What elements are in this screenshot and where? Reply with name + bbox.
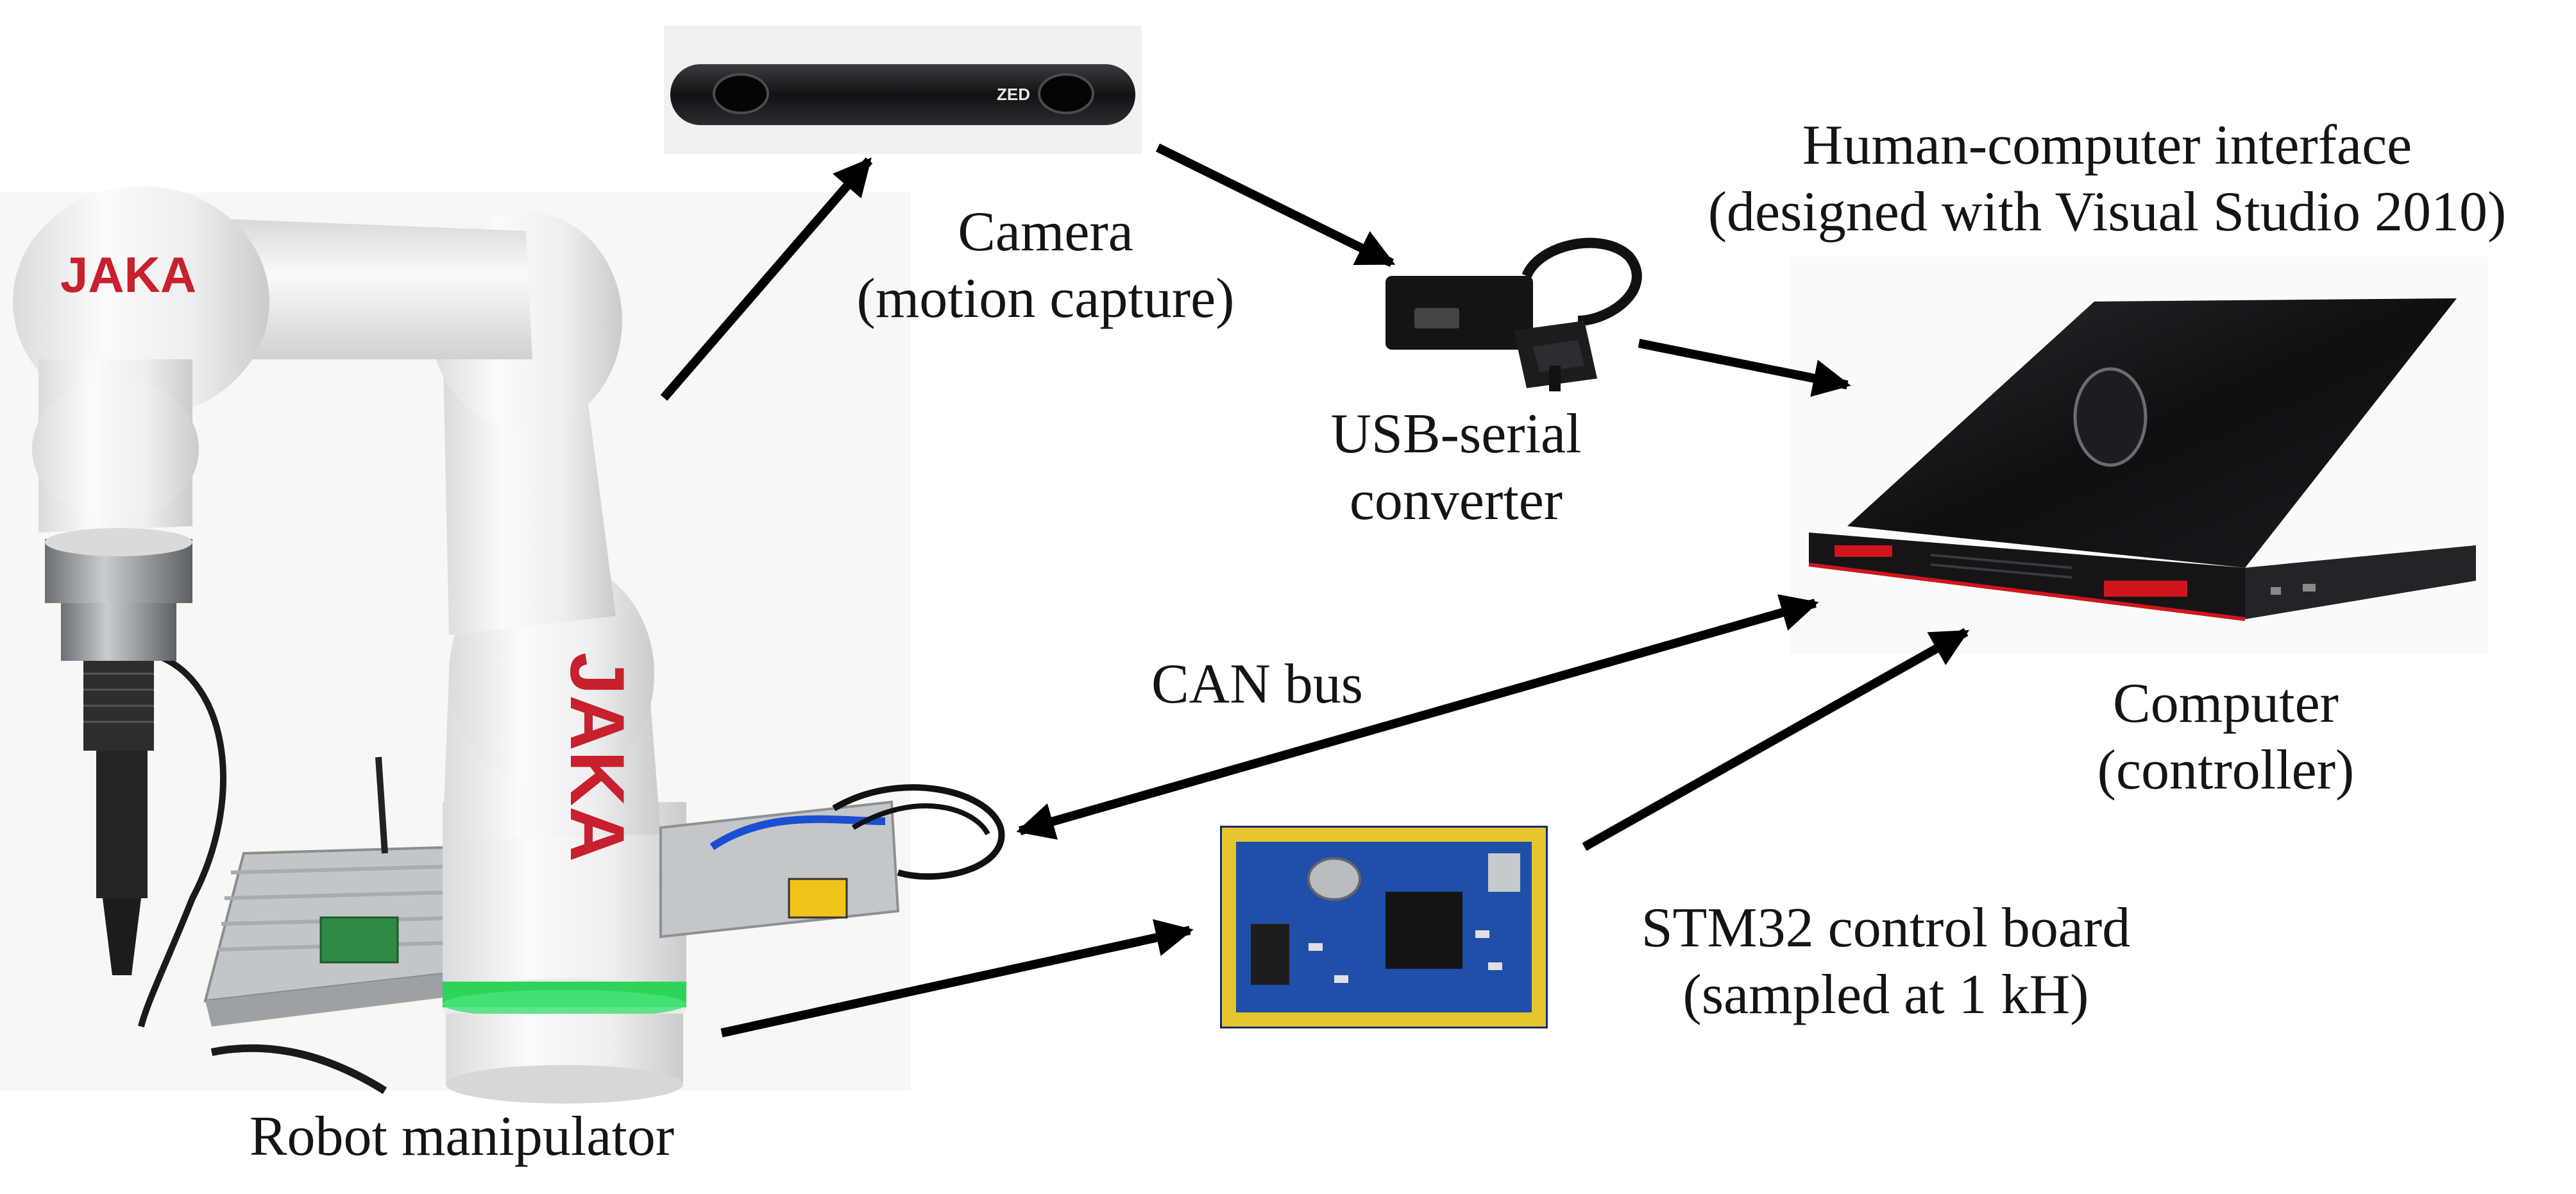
computer-label-line2: (controller) xyxy=(2097,738,2355,801)
arrow-board-to-computer xyxy=(1582,627,1970,851)
gripper xyxy=(659,784,1005,939)
robot-brand-logo-upper: JAKA xyxy=(60,246,196,303)
converter-label: USB-serial converter xyxy=(1276,401,1636,534)
camera-label-line2: (motion capture) xyxy=(856,267,1235,330)
arrow-can-bus xyxy=(1016,594,1819,840)
can-bus-label-text: CAN bus xyxy=(1151,653,1364,715)
board-label-line1: STM32 control board xyxy=(1641,897,2131,959)
stereo-camera-icon: ZED xyxy=(664,26,1142,154)
camera-brand-mark: ZED xyxy=(997,85,1030,104)
robot-label: Robot manipulator xyxy=(180,1104,744,1170)
laptop-icon xyxy=(1790,257,2489,654)
camera-label: Camera (motion capture) xyxy=(821,199,1270,332)
converter-label-line1: USB-serial xyxy=(1330,403,1582,465)
hci-label: Human-computer interface (designed with … xyxy=(1642,112,2572,246)
arrow-robot-to-camera xyxy=(660,157,873,401)
converter-label-line2: converter xyxy=(1349,469,1563,532)
robot-brand-logo-lower: JAKA xyxy=(554,652,640,862)
computer-label-line1: Computer xyxy=(2113,672,2339,735)
arrow-camera-to-converter xyxy=(1155,143,1396,268)
board-label-line2: (sampled at 1 kH) xyxy=(1682,963,2089,1026)
connection-arrows xyxy=(660,143,1970,1037)
computer-label: Computer (controller) xyxy=(2027,670,2425,804)
stm32-board-icon xyxy=(1220,826,1548,1028)
robot-label-text: Robot manipulator xyxy=(249,1105,675,1168)
arrow-converter-to-computer xyxy=(1638,339,1851,397)
board-label: STM32 control board (sampled at 1 kH) xyxy=(1565,895,2207,1028)
robot-manipulator-icon: JAKA JAKA xyxy=(0,186,1005,1104)
usb-serial-converter-icon xyxy=(1385,237,1642,391)
camera-label-line1: Camera xyxy=(958,201,1133,263)
control-box xyxy=(203,756,494,1027)
hci-label-line2: (designed with Visual Studio 2010) xyxy=(1707,180,2507,243)
hci-label-line1: Human-computer interface xyxy=(1802,114,2412,176)
arrow-robot-to-board xyxy=(720,919,1194,1037)
can-bus-label: CAN bus xyxy=(1129,651,1385,718)
